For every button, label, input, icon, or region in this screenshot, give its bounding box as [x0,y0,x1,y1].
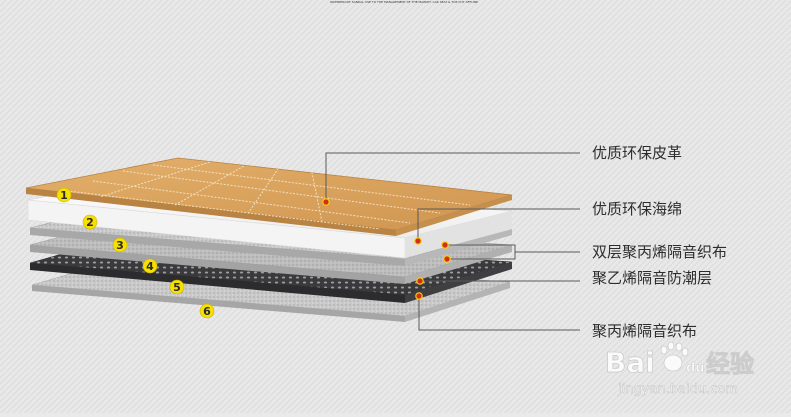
badge-3: 3 [112,237,128,253]
label-leather: 优质环保皮革 [592,144,682,162]
watermark-product: 经验 [706,350,754,378]
watermark-url: jingyan.baidu.com [617,382,738,397]
leader-line-1 [325,152,580,202]
badge-2: 2 [82,214,98,230]
watermark-brand-tail: du [686,361,705,376]
badge-4: 4 [142,258,158,274]
layer-number-badges: 1 2 3 4 5 6 [56,187,215,319]
leader-line-3b [447,252,516,260]
badge-6: 6 [199,303,215,319]
baidu-jingyan-watermark: Bai du 经验 jingyan.baidu.com [605,341,754,397]
svg-text:5: 5 [173,281,181,294]
header-fine-print: WATERPROOF SANDAL USE TO THE MANAGEMENT … [330,0,478,4]
svg-text:3: 3 [116,239,124,252]
label-pp-fabric: 聚丙烯隔音织布 [592,322,697,340]
badge-5: 5 [169,279,185,295]
svg-text:1: 1 [60,189,68,202]
svg-text:4: 4 [146,260,154,273]
layer-1-leather [25,157,513,236]
leader-line-5 [418,296,580,331]
leader-line-3a [445,244,580,253]
layer-labels: 优质环保皮革 优质环保海绵 双层聚丙烯隔音织布 聚乙烯隔音防潮层 聚丙烯隔音织布 [592,144,727,340]
label-pe-layer: 聚乙烯隔音防潮层 [592,269,712,287]
label-foam: 优质环保海绵 [592,200,682,218]
badge-1: 1 [56,187,72,203]
svg-text:2: 2 [86,216,94,229]
leader-lines [325,152,580,331]
marker-dots [322,198,451,300]
svg-text:6: 6 [203,305,211,318]
watermark-brand: Bai [605,346,655,379]
paw-icon [660,341,689,372]
leader-line-2 [417,208,580,241]
label-double-pp-fabric: 双层聚丙烯隔音织布 [592,243,727,261]
